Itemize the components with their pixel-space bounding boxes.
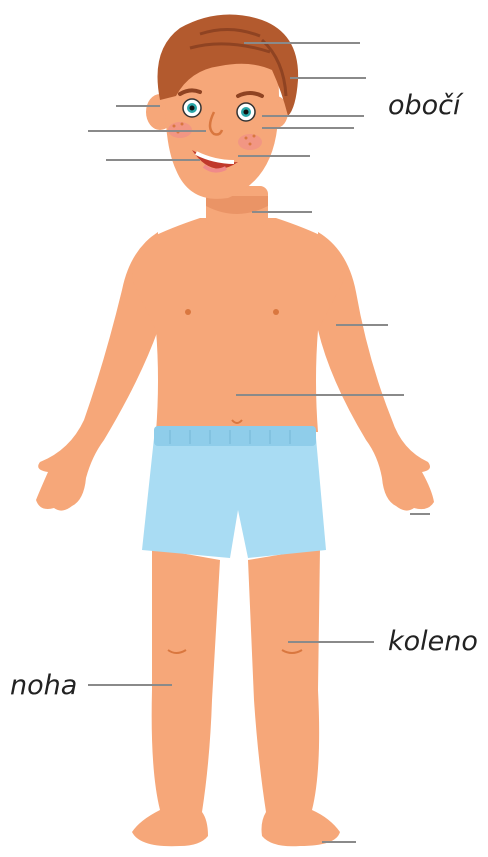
legs [132,548,340,846]
left-leg-of-figure [248,548,340,846]
right-leg-of-figure [132,548,220,846]
torso [132,218,344,432]
right-nipple [185,309,191,315]
label-knee: koleno [388,628,478,655]
label-leg: noha [10,672,77,699]
shorts-waistband [154,426,316,446]
right-pupil [190,106,195,111]
left-pupil [244,110,249,115]
left-cheek [238,134,262,150]
left-nipple [273,309,279,315]
shorts [142,426,326,558]
label-eyebrow: obočí [388,92,461,119]
shorts-body [142,438,326,558]
